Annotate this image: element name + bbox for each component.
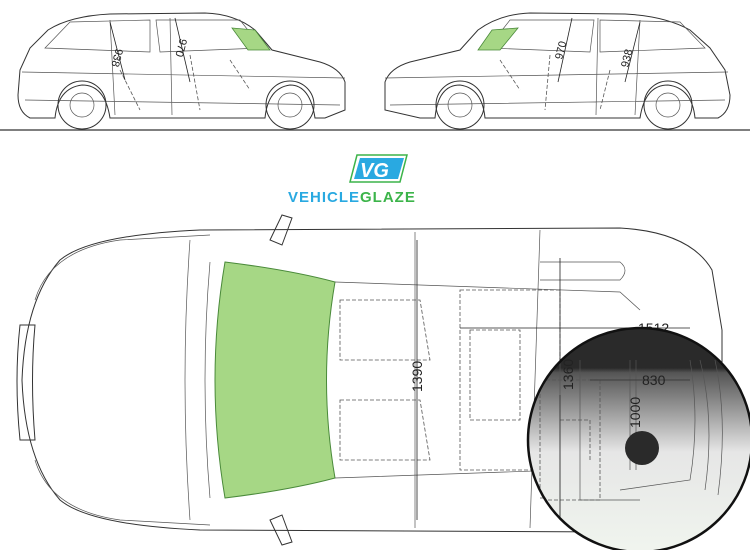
dim-label-boot-width: 1000 bbox=[627, 397, 643, 428]
dim-label-boot-length: 830 bbox=[642, 372, 666, 388]
side-view-right: 970 938 bbox=[384, 12, 731, 130]
dim-label-width: 1390 bbox=[409, 361, 425, 392]
svg-text:VEHICLEGLAZE: VEHICLEGLAZE bbox=[288, 189, 416, 206]
windscreen-highlight-left bbox=[231, 27, 271, 51]
logo-word-glaze: GLAZE bbox=[360, 189, 416, 206]
dim-label: 938 bbox=[108, 47, 124, 68]
logo-word-vehicle: VEHICLE bbox=[288, 189, 360, 206]
mirrors bbox=[269, 214, 293, 546]
side-view-left: 938 970 bbox=[17, 12, 346, 130]
dim-label: 970 bbox=[553, 40, 569, 61]
vehicleglaze-logo: VG VEHICLEGLAZE bbox=[288, 154, 416, 206]
windscreen-highlight-top bbox=[214, 261, 336, 499]
windscreen-highlight-right bbox=[477, 27, 519, 51]
dim-label: 970 bbox=[172, 37, 188, 58]
dim-label-rear-width: 1360 bbox=[560, 359, 576, 390]
dim-label: 938 bbox=[619, 48, 635, 69]
boot-magnifier: 830 1360 1000 bbox=[526, 326, 750, 550]
logo-monogram: VG bbox=[360, 160, 389, 182]
grille bbox=[16, 324, 36, 441]
filler-cap-marker bbox=[625, 431, 659, 465]
